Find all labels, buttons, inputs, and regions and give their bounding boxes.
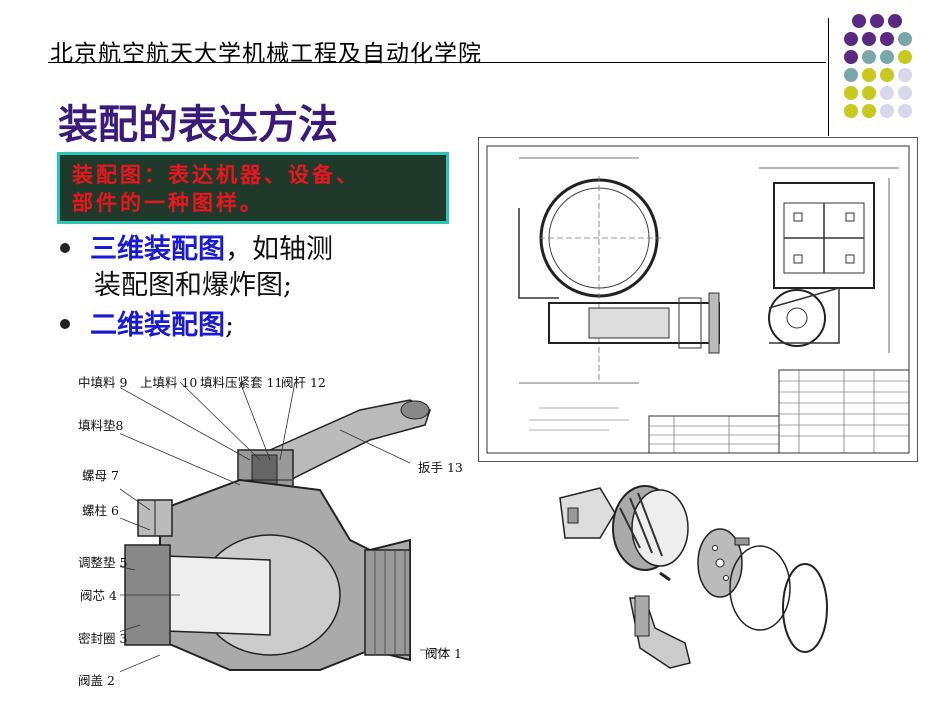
label-adjusting-shim: 调整垫 5 <box>78 555 128 570</box>
decor-dot <box>888 14 902 28</box>
decor-dot <box>852 14 866 28</box>
decor-dot <box>844 86 858 100</box>
bullet-3d-assembly-line2: 装配图和爆炸图; <box>94 268 292 304</box>
bullet-3d-assembly: 三维装配图，如轴测 <box>60 232 333 268</box>
decor-dot <box>870 14 884 28</box>
label-middle-packing: 中填料 9 <box>78 375 128 390</box>
decor-dot <box>880 50 894 64</box>
header-divider <box>48 62 826 63</box>
decor-dot <box>880 32 894 46</box>
assembly-drawing <box>478 137 918 462</box>
decor-dot <box>862 50 876 64</box>
exploded-view <box>559 485 828 669</box>
decor-dot <box>844 68 858 82</box>
label-packing-washer: 填料垫8 <box>78 418 124 433</box>
decor-dot <box>862 86 876 100</box>
decor-dot <box>844 32 858 46</box>
decor-dot <box>880 104 894 118</box>
label-wrench-handle: 扳手 13 <box>418 460 463 475</box>
label-valve-stem: 阀杆 12 <box>281 375 326 390</box>
definition-line-2: 部件的一种图样。 <box>72 190 264 215</box>
decor-dot <box>844 50 858 64</box>
bullet-highlight: 三维装配图 <box>90 234 225 265</box>
bullet-highlight: 二维装配图 <box>90 310 225 341</box>
decor-dot <box>880 68 894 82</box>
label-packing-gland: 填料压紧套 11 <box>200 375 283 390</box>
label-valve-body: 阀体 1 <box>425 646 462 661</box>
definition-line-1: 装配图：表达机器、设备、 <box>72 162 360 187</box>
decor-dot <box>898 50 912 64</box>
decor-dot <box>898 68 912 82</box>
bullet-2d-assembly: 二维装配图; <box>60 308 234 344</box>
assembly-drawing-svg <box>486 145 910 454</box>
bullet-text: 装配图和爆炸图; <box>94 270 293 301</box>
decor-dot <box>898 32 912 46</box>
decor-dot <box>844 104 858 118</box>
decor-dot <box>862 104 876 118</box>
decor-dot <box>898 104 912 118</box>
label-upper-packing: 上填料 10 <box>140 375 198 390</box>
label-seal-ring: 密封圈 3 <box>78 631 128 646</box>
label-valve-cover: 阀盖 2 <box>78 673 115 688</box>
decor-dot <box>862 32 876 46</box>
valve-cutaway-illustration <box>120 381 450 673</box>
definition-box: 装配图：表达机器、设备、 部件的一种图样。 <box>57 152 449 224</box>
label-stud: 螺柱 6 <box>82 503 119 518</box>
slide-title: 装配的表达方法 <box>58 102 338 148</box>
bullet-text: ; <box>225 310 235 341</box>
decor-dot <box>898 86 912 100</box>
decor-dot <box>880 86 894 100</box>
label-valve-core: 阀芯 4 <box>80 588 117 603</box>
bullet-text: ，如轴测 <box>225 234 333 265</box>
decor-dot <box>862 68 876 82</box>
bullet-dot-icon <box>60 242 70 253</box>
label-nut: 螺母 7 <box>82 468 119 483</box>
vertical-divider <box>828 18 829 136</box>
bullet-dot-icon <box>60 318 70 329</box>
